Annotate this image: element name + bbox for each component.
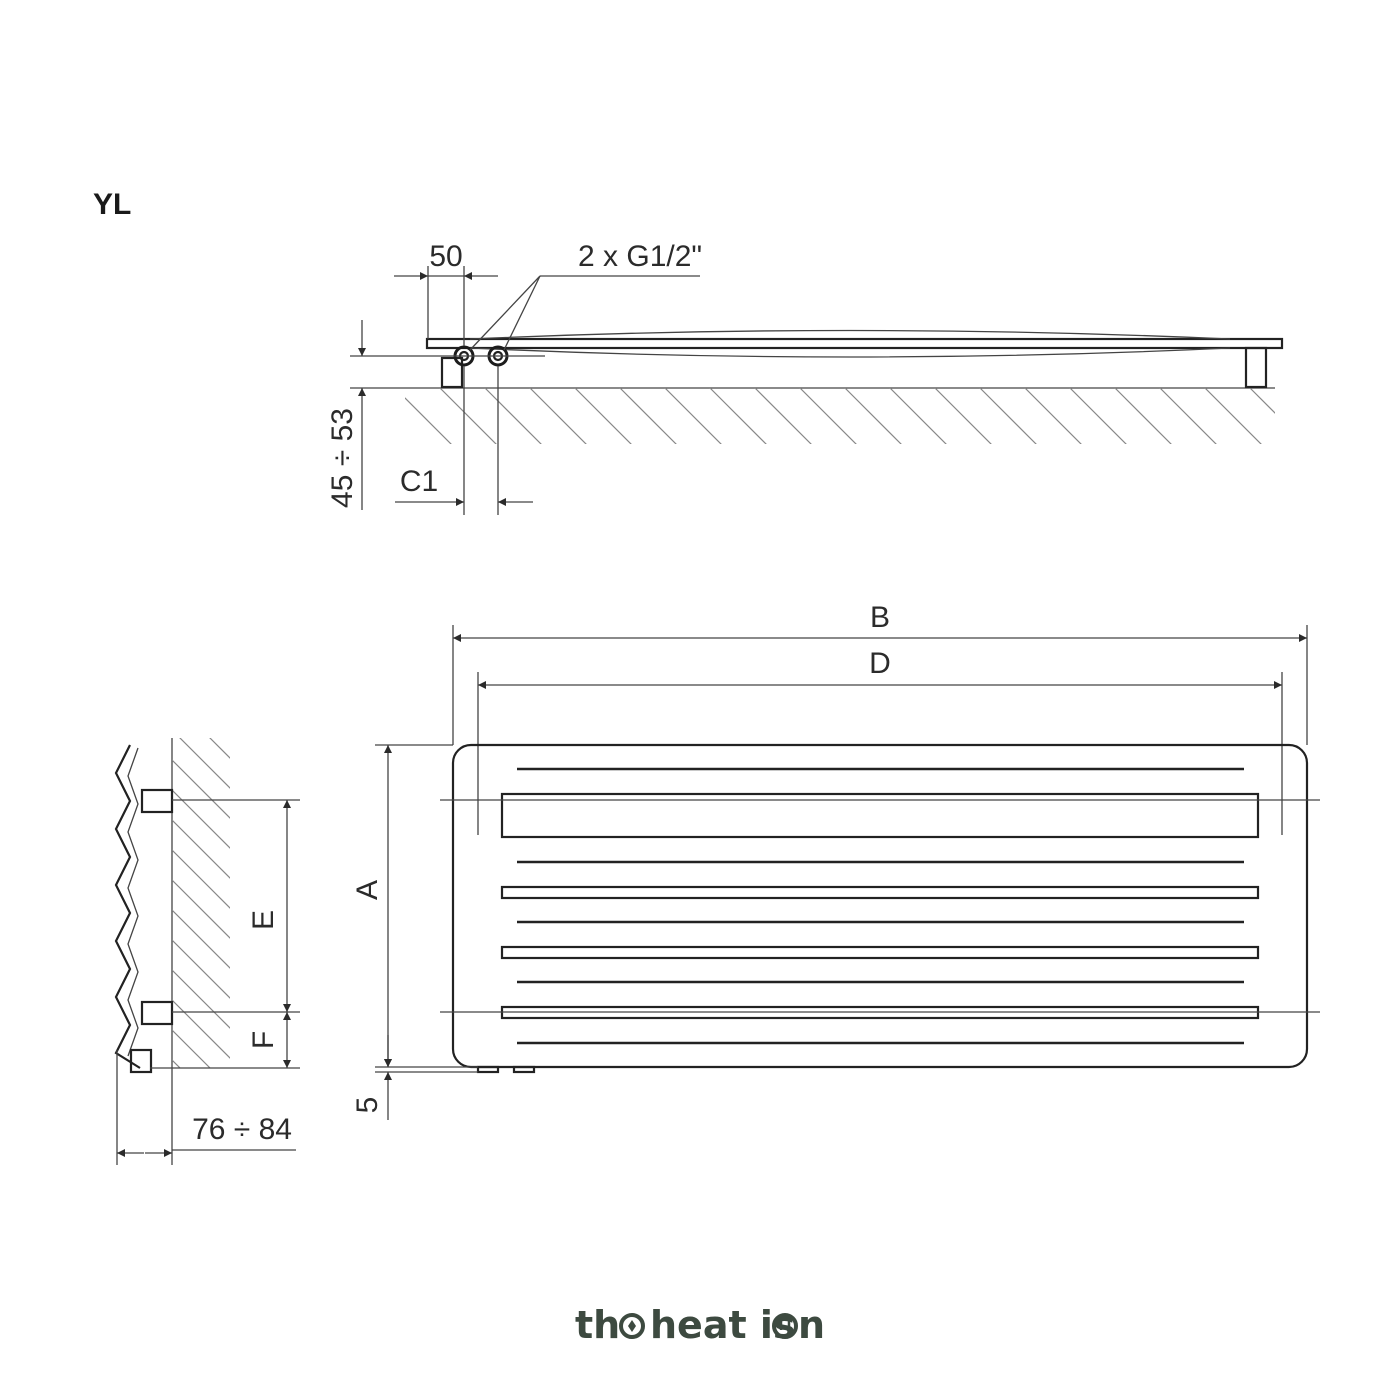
hatch-line xyxy=(844,388,902,444)
brand-text-3: n xyxy=(798,1303,825,1347)
hatch-line xyxy=(619,388,677,444)
hatch-line xyxy=(934,388,992,444)
wall-hatching-side xyxy=(172,738,230,1068)
dim-label-5: 5 xyxy=(351,1097,384,1114)
panel-side-profile xyxy=(114,744,141,1069)
bracket-left xyxy=(440,356,464,389)
hatch-line xyxy=(664,388,722,444)
hatch-line xyxy=(439,388,497,444)
side-foot xyxy=(129,1048,153,1074)
hatch-line xyxy=(979,388,1037,444)
hatch-line xyxy=(172,1059,181,1068)
dim-label-a: A xyxy=(351,880,384,900)
model-code: YL xyxy=(93,188,131,221)
top-view: 50 2 x G1/2" 45 ÷ 53 C1 xyxy=(326,240,1353,515)
front-view: B D A 5 xyxy=(351,601,1320,1120)
bar-large xyxy=(500,792,1260,839)
dim-label-d: D xyxy=(869,647,891,680)
dim-label-50: 50 xyxy=(429,240,462,273)
side-bracket-top xyxy=(140,788,174,814)
hatch-line xyxy=(1204,388,1262,444)
dim-label-f: F xyxy=(247,1031,280,1049)
wall-hatching-top xyxy=(405,388,1353,446)
bracket-right xyxy=(1244,346,1268,389)
bar-2 xyxy=(500,885,1260,900)
hatch-line xyxy=(529,388,587,444)
panel-front-outline xyxy=(451,743,1309,1069)
hatch-line xyxy=(1159,388,1217,444)
connections-label: 2 x G1/2" xyxy=(578,240,702,273)
brand-plug-icon xyxy=(772,1313,798,1339)
hatch-line xyxy=(889,388,947,444)
hatch-line xyxy=(405,397,452,444)
dim-label-c1: C1 xyxy=(400,465,438,498)
hatch-line xyxy=(179,738,230,789)
panel-top-plate xyxy=(425,337,1284,350)
brand-logo: th heat is n xyxy=(575,1303,825,1347)
brand-text-2: heat is xyxy=(650,1303,796,1347)
dim-label-depth: 76 ÷ 84 xyxy=(192,1113,292,1146)
hatch-line xyxy=(172,909,230,969)
hatch-line xyxy=(754,388,812,444)
hatch-line xyxy=(172,999,230,1059)
dim-label-wall-distance: 45 ÷ 53 xyxy=(326,408,359,508)
side-bracket-bottom xyxy=(140,1000,174,1026)
hatch-line xyxy=(172,969,230,1029)
dim-label-e: E xyxy=(247,910,280,930)
hatch-line xyxy=(484,388,542,444)
hatch-line xyxy=(574,388,632,444)
hatch-line xyxy=(172,939,230,999)
hatch-line xyxy=(172,879,230,939)
hatch-line xyxy=(172,789,230,849)
hatch-line xyxy=(172,819,230,879)
brand-text-1: th xyxy=(575,1303,620,1347)
hatch-line xyxy=(709,388,767,444)
hatch-line xyxy=(209,738,230,759)
hatch-line xyxy=(1024,388,1082,444)
hatch-line xyxy=(1114,388,1172,444)
hatch-line xyxy=(799,388,857,444)
hatch-line xyxy=(172,849,230,909)
dim-label-b: B xyxy=(870,601,890,634)
hatch-line xyxy=(1249,388,1275,414)
panel-grooves xyxy=(517,767,1244,1045)
hatch-line xyxy=(1069,388,1127,444)
panel-curve-lower xyxy=(469,347,1231,358)
hatch-line xyxy=(1295,388,1353,446)
bar-3 xyxy=(500,945,1260,960)
hatch-line xyxy=(172,1029,211,1068)
side-view: E F 76 ÷ 84 xyxy=(114,738,300,1165)
panel-curve-upper xyxy=(469,329,1231,340)
brand-bulb-icon-1 xyxy=(619,1313,645,1339)
hatch-line xyxy=(172,759,230,819)
